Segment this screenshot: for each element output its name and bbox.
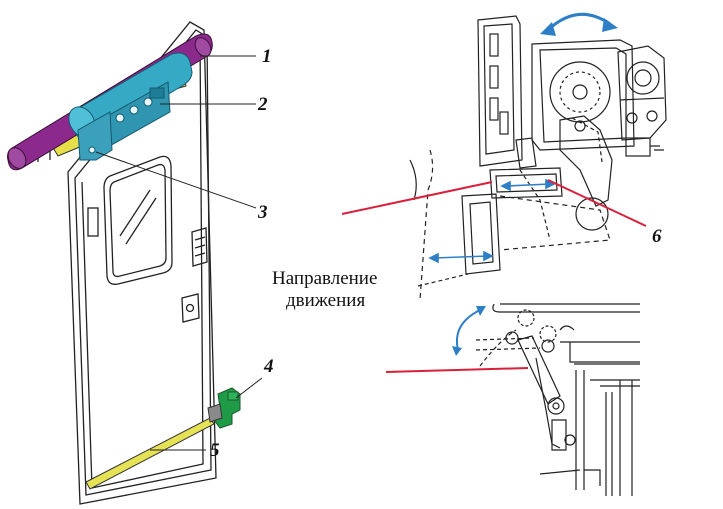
red-pointers — [341, 179, 647, 373]
carriage-assembly — [68, 52, 193, 161]
callout-3: 3 — [257, 202, 268, 223]
callout-2: 2 — [257, 94, 268, 115]
plan-rotation-arrow-icon — [452, 306, 486, 356]
leader-lines-left — [95, 55, 263, 451]
bottom-lever — [207, 387, 241, 429]
callout-1: 1 — [262, 46, 272, 67]
callout-5: 5 — [210, 440, 220, 461]
caption-line-2: движения — [286, 290, 365, 311]
horizontal-double-arrow-icon — [428, 178, 556, 264]
caption-line-1: Направление — [272, 268, 377, 289]
plan-view-mechanism — [475, 303, 640, 496]
drive-mechanism — [409, 15, 667, 301]
bottom-guide-rail — [85, 417, 215, 490]
callout-4: 4 — [263, 356, 274, 377]
curved-double-arrow-icon — [540, 12, 618, 36]
callout-6: 6 — [652, 226, 662, 247]
